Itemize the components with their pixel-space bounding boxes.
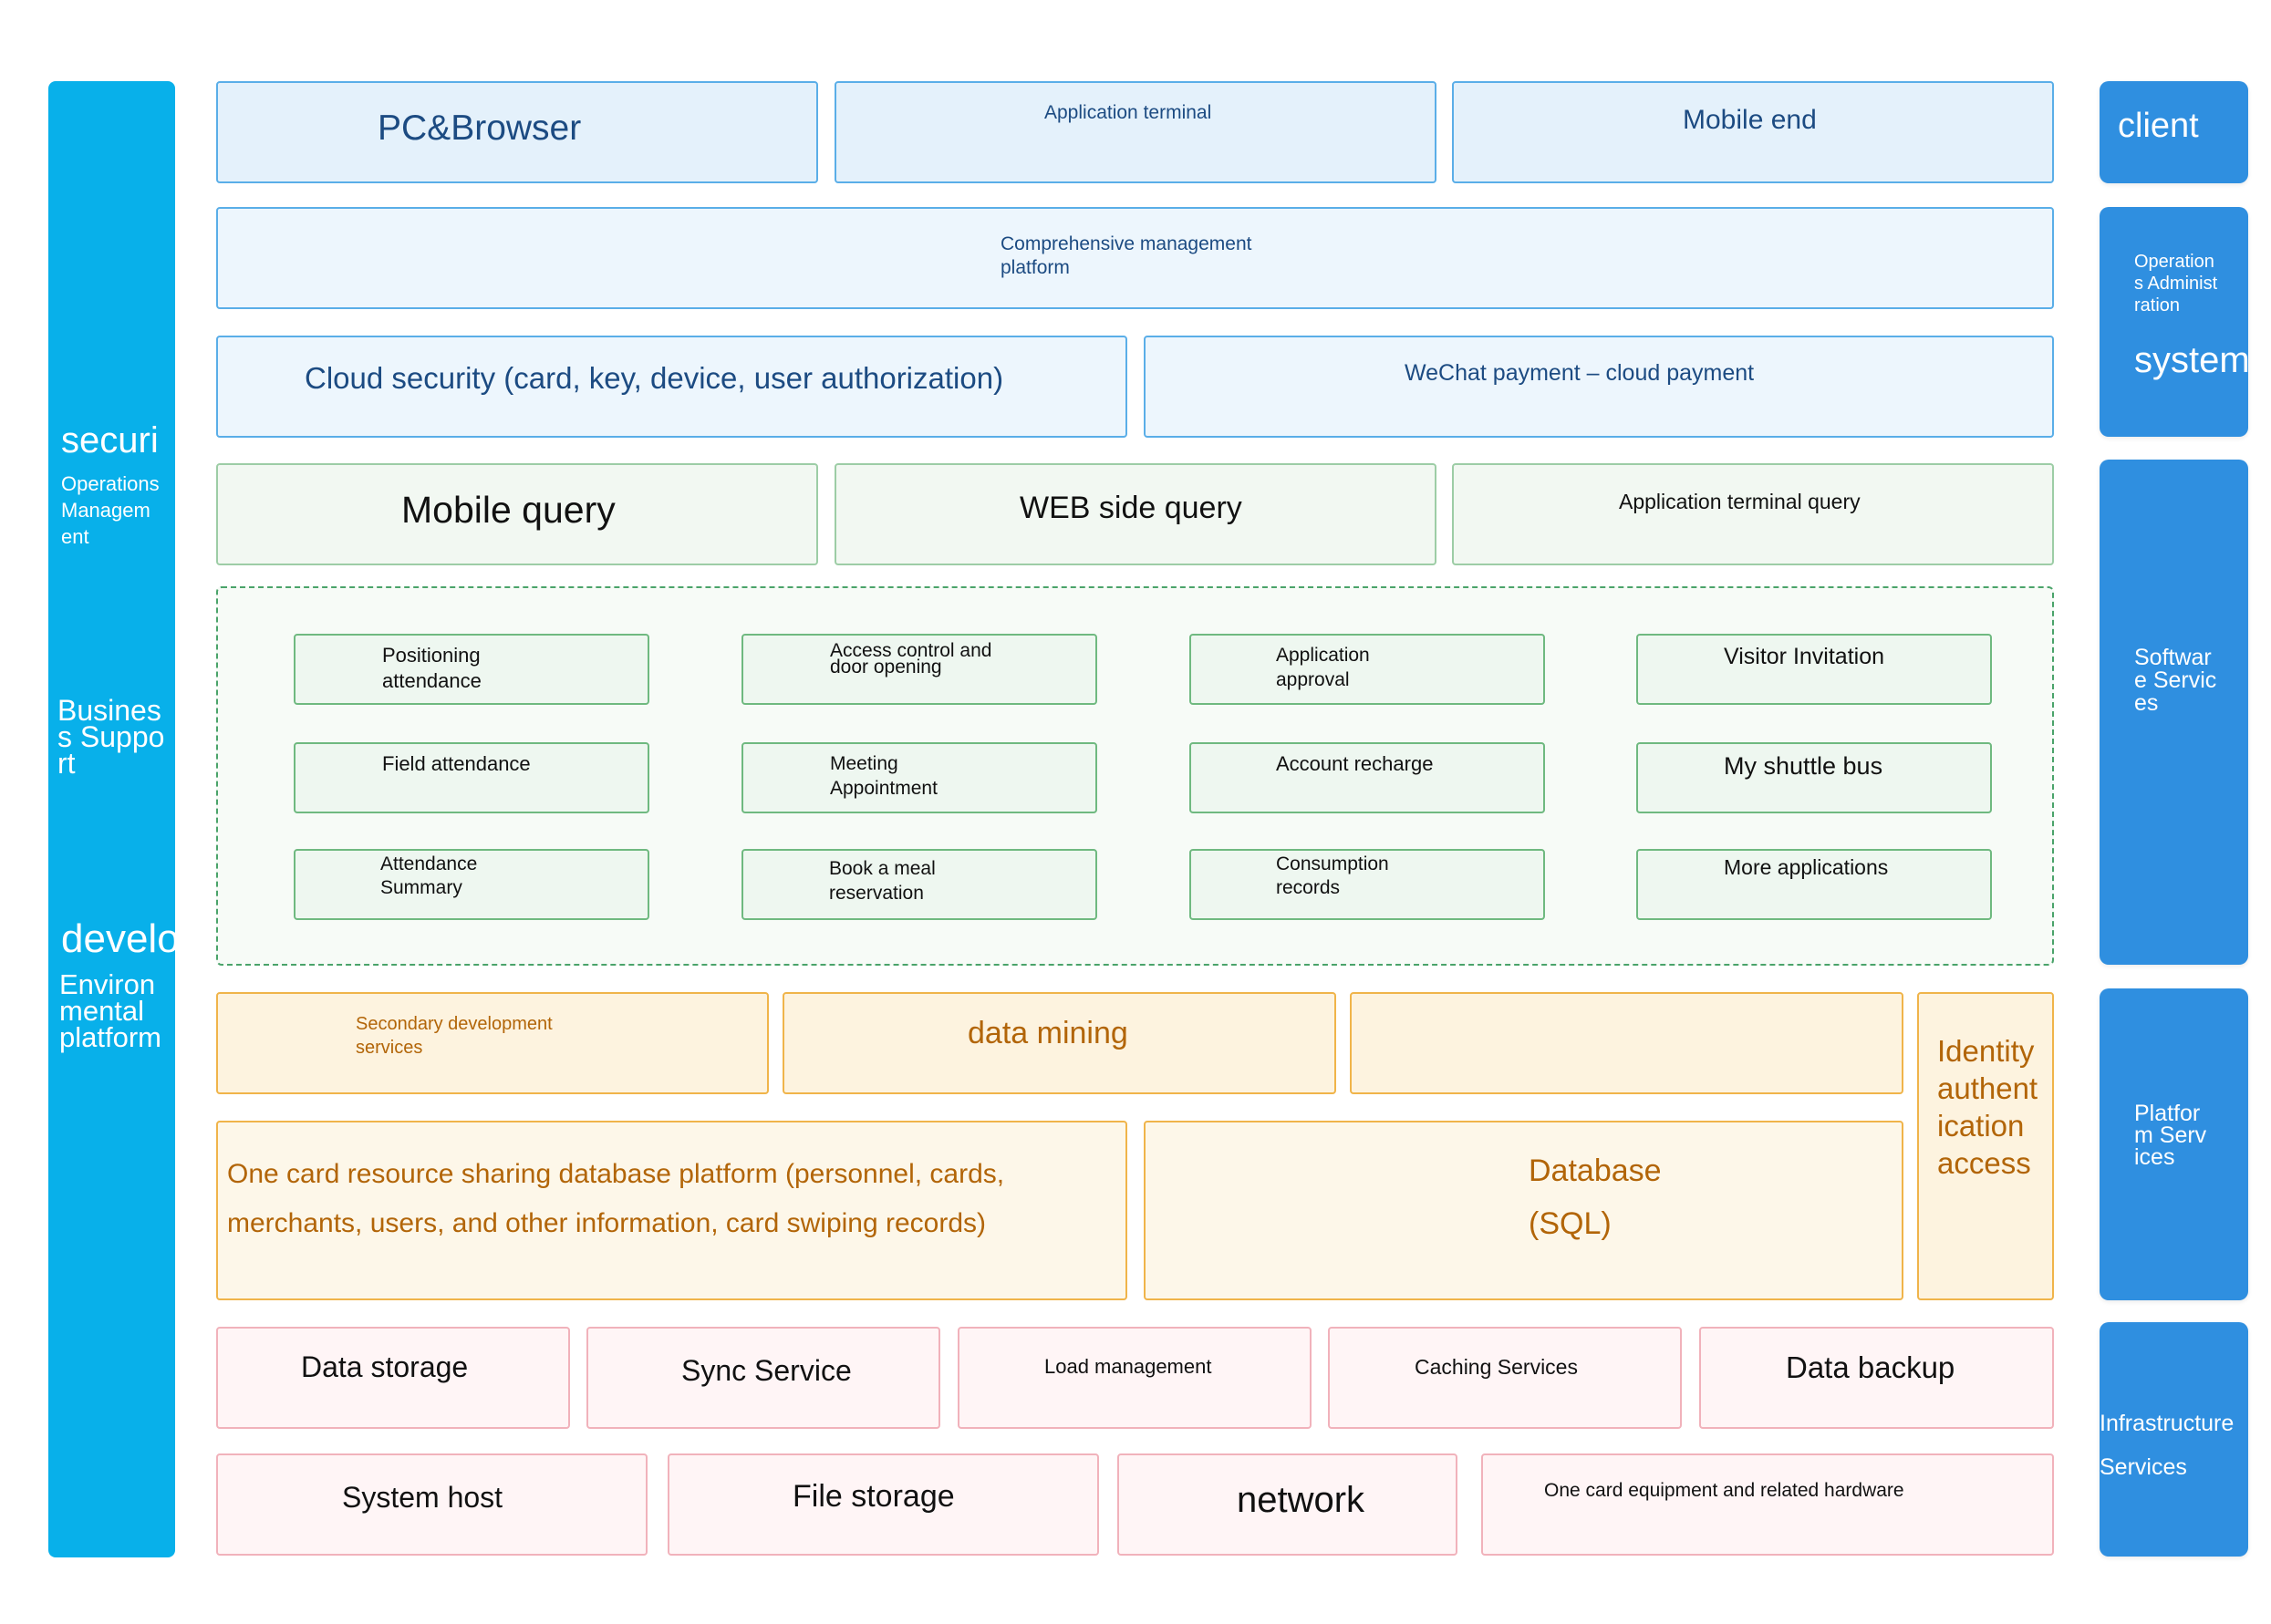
caching-services-box: Caching Services [1328,1327,1682,1429]
app-visitor-invitation-label: Visitor Invitation [1724,644,1885,669]
data-mining-box: data mining [783,992,1336,1094]
app-meal-reservation-label: Book a meal reservation [829,858,936,904]
data-mining-label: data mining [968,1016,1128,1050]
app-attendance-summary[interactable]: Attendance Summary [294,849,649,920]
resource-sharing-line1: One card resource sharing database platf… [227,1159,1005,1189]
network-box: network [1117,1453,1457,1556]
app-account-recharge-label: Account recharge [1276,752,1434,775]
left-operations-label: Operations Management [61,472,160,548]
mobile-end-label: Mobile end [1683,105,1817,135]
app-more-applications[interactable]: More applications [1636,849,1992,920]
right-software-block: Software Services [2100,460,2248,965]
right-software-label: Software Services [2134,645,2217,716]
app-access-control[interactable]: Access control and door opening [741,634,1097,705]
web-query-box: WEB side query [835,463,1436,565]
mobile-query-label: Mobile query [401,489,616,531]
load-management-box: Load management [958,1327,1312,1429]
management-platform-box: Comprehensive management platform [216,207,2054,309]
app-meeting-appointment-label: Meeting Appointment [830,753,938,799]
blank-platform-box [1350,992,1903,1094]
pc-browser-label: PC&Browser [378,109,582,148]
left-develop-label: develo [61,916,175,961]
identity-authentication-label: Identity authentication access [1937,1034,2038,1180]
app-consumption-records-label: Consumption records [1276,853,1389,898]
left-business-label: Business Support [57,694,165,780]
app-access-control-label: Access control and door opening [830,640,992,678]
app-meeting-appointment[interactable]: Meeting Appointment [741,742,1097,813]
right-ops-label: Operations Administration [2134,252,2218,315]
application-terminal-box: Application terminal [835,81,1436,183]
secondary-development-label: Secondary development services [356,1014,553,1058]
right-infrastructure-label: Infrastructure Services [2100,1411,2235,1480]
app-meal-reservation[interactable]: Book a meal reservation [741,849,1097,920]
sync-service-label: Sync Service [681,1354,852,1387]
app-positioning-attendance-label: Positioning attendance [382,644,482,692]
wechat-payment-label: WeChat payment – cloud payment [1405,360,1755,386]
app-more-applications-label: More applications [1724,855,1889,879]
hardware-label: One card equipment and related hardware [1544,1480,1904,1501]
mobile-query-box: Mobile query [216,463,818,565]
load-management-label: Load management [1044,1355,1212,1378]
data-backup-box: Data backup [1699,1327,2054,1429]
file-storage-label: File storage [793,1479,955,1514]
system-host-label: System host [342,1481,503,1514]
app-terminal-query-box: Application terminal query [1452,463,2054,565]
system-host-box: System host [216,1453,648,1556]
app-shuttle-bus[interactable]: My shuttle bus [1636,742,1992,813]
app-terminal-query-label: Application terminal query [1619,490,1861,513]
app-shuttle-bus-label: My shuttle bus [1724,752,1883,780]
database-line1: Database [1529,1153,1662,1188]
management-platform-label: Comprehensive management platform [1001,233,1252,278]
resource-sharing-line2: merchants, users, and other information,… [227,1208,987,1238]
resource-sharing-box: One card resource sharing database platf… [216,1121,1127,1300]
app-visitor-invitation[interactable]: Visitor Invitation [1636,634,1992,705]
hardware-box: One card equipment and related hardware [1481,1453,2054,1556]
cloud-security-label: Cloud security (card, key, device, user … [305,361,1004,395]
database-line2: (SQL) [1529,1206,1612,1241]
app-consumption-records[interactable]: Consumption records [1189,849,1545,920]
web-query-label: WEB side query [1020,491,1242,525]
left-sidebar: securi Operations Management Business Su… [48,81,175,1557]
right-client-block: client [2100,81,2248,183]
app-positioning-attendance[interactable]: Positioning attendance [294,634,649,705]
caching-services-label: Caching Services [1415,1355,1578,1379]
pc-browser-box: PC&Browser [216,81,818,183]
file-storage-box: File storage [668,1453,1099,1556]
right-platform-block: Platform Services [2100,988,2248,1300]
sync-service-box: Sync Service [586,1327,940,1429]
right-system-label: system [2134,340,2248,380]
app-field-attendance-label: Field attendance [382,752,531,775]
secondary-development-box: Secondary development services [216,992,769,1094]
data-storage-label: Data storage [301,1350,469,1383]
app-account-recharge[interactable]: Account recharge [1189,742,1545,813]
database-box: Database (SQL) [1144,1121,1903,1300]
left-environmental-label: Environmental platform [59,968,161,1053]
wechat-payment-box: WeChat payment – cloud payment [1144,336,2054,438]
right-platform-label: Platform Services [2134,1101,2207,1170]
app-application-approval-label: Application approval [1276,645,1370,690]
right-ops-block: Operations Administration system [2100,207,2248,437]
data-storage-box: Data storage [216,1327,570,1429]
app-application-approval[interactable]: Application approval [1189,634,1545,705]
app-field-attendance[interactable]: Field attendance [294,742,649,813]
mobile-end-box: Mobile end [1452,81,2054,183]
data-backup-label: Data backup [1786,1350,1955,1384]
right-infrastructure-block: Infrastructure Services [2100,1322,2248,1557]
network-label: network [1237,1480,1365,1520]
right-client-label: client [2118,107,2199,145]
app-attendance-summary-label: Attendance Summary [380,853,478,898]
cloud-security-box: Cloud security (card, key, device, user … [216,336,1127,438]
application-terminal-label: Application terminal [1044,102,1212,123]
identity-authentication-box: Identity authentication access [1917,992,2054,1300]
left-security-label: securi [61,420,159,460]
